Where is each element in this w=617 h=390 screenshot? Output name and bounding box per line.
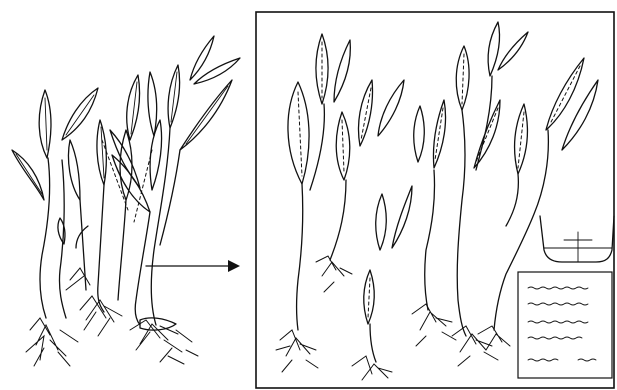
plant-clump [12,36,240,366]
clump-roots [26,268,198,366]
clump-stems [40,128,180,325]
separated-plants [276,22,598,380]
plant-4 [452,22,528,366]
plant-2 [316,80,412,380]
plant-5 [478,58,598,350]
legend-text-box [518,272,612,378]
plant-3 [412,100,456,346]
panel-frame [256,12,614,388]
container-diagram [540,216,614,262]
clump-leaves [12,36,240,248]
plant-1 [276,34,350,372]
right-arrow [146,260,240,272]
